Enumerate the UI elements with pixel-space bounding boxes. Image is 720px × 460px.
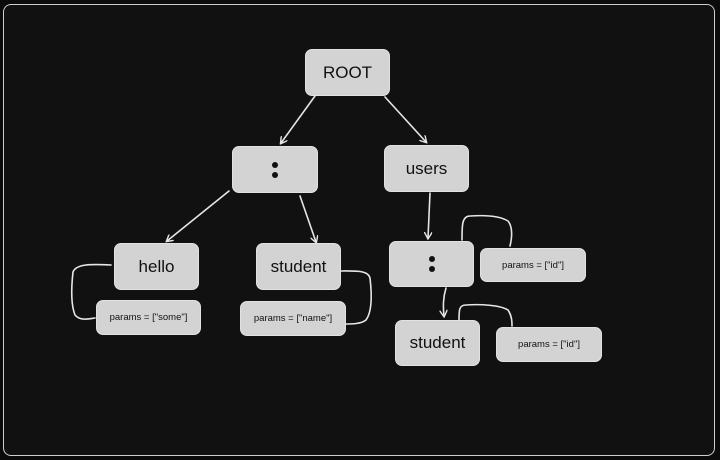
- link-hello-params: [70, 263, 112, 320]
- node-student-2-params-label: params = ["id"]: [518, 339, 580, 350]
- node-colon-2-params-label: params = ["id"]: [502, 259, 564, 271]
- colon-icon: [272, 161, 278, 178]
- edge-colon2-student2: [443, 287, 446, 316]
- node-student-1[interactable]: student: [256, 243, 341, 290]
- node-student-2[interactable]: student: [395, 320, 480, 366]
- node-student-1-label: student: [270, 256, 327, 276]
- node-hello-params-label: params = ["some"]: [109, 312, 188, 323]
- edge-root-users: [384, 96, 426, 142]
- node-student-1-params[interactable]: params = ["name"]: [240, 301, 346, 336]
- edge-root-colon1: [281, 95, 316, 143]
- node-colon-2[interactable]: [389, 241, 474, 287]
- node-student-1-params-label: params = ["name"]: [253, 313, 333, 324]
- edge-colon1-hello: [167, 190, 230, 241]
- node-users[interactable]: users: [384, 145, 469, 192]
- node-root[interactable]: ROOT: [305, 49, 390, 96]
- node-colon-1[interactable]: [232, 146, 318, 193]
- node-users-label: users: [405, 158, 448, 178]
- colon-icon: [428, 256, 435, 272]
- node-hello-params[interactable]: params = ["some"]: [96, 300, 201, 335]
- link-colon2-params: [461, 214, 513, 247]
- link-student2-params: [458, 303, 513, 327]
- node-student-2-params[interactable]: params = ["id"]: [496, 327, 602, 362]
- edge-users-colon2: [428, 192, 430, 238]
- node-hello[interactable]: hello: [114, 243, 199, 290]
- node-student-2-label: student: [409, 333, 466, 352]
- edge-colon1-student1: [299, 195, 316, 242]
- link-student1-params: [340, 270, 372, 325]
- node-root-label: ROOT: [322, 62, 373, 82]
- node-colon-2-params[interactable]: params = ["id"]: [480, 248, 586, 282]
- node-hello-label: hello: [138, 256, 175, 276]
